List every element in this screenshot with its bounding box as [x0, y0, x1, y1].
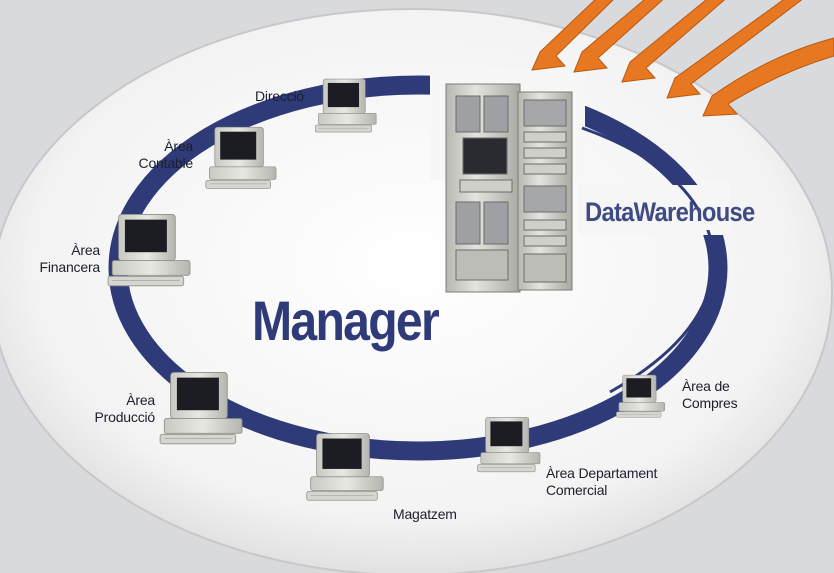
node-label-line: Àrea [164, 138, 193, 154]
datawarehouse-label: DataWarehouse [585, 197, 755, 227]
node-label-line: Magatzem [393, 506, 457, 522]
node-label-area-departament-comercial: Àrea Departament Comercial [546, 465, 657, 499]
node-label-line: Àrea [126, 392, 155, 408]
node-label-line: Compres [682, 395, 738, 411]
node-label-line: Àrea [71, 242, 100, 258]
node-label-area-financera: Àrea Financera [20, 242, 101, 276]
node-label-line: Financera [39, 259, 101, 275]
node-label-area-de-compres: Àrea de Compres [682, 378, 738, 412]
node-label-direccio: Direcció [255, 88, 304, 105]
diagram-title: Manager [252, 289, 440, 352]
node-label-line: Àrea de [682, 378, 730, 394]
node-label-line: Comercial [546, 482, 608, 498]
node-label-line: Direcció [255, 88, 304, 104]
node-label-area-produccio: Àrea Producció [70, 392, 156, 426]
datawarehouse-server-icon [445, 83, 573, 293]
node-label-line: Producció [94, 409, 156, 425]
node-label-area-contable: Àrea Contable [118, 138, 194, 172]
node-label-line: Àrea Departament [546, 465, 658, 481]
incoming-data-arrows-icon [531, 0, 834, 117]
node-label-line: Contable [138, 155, 194, 171]
node-label-magatzem: Magatzem [393, 506, 457, 523]
